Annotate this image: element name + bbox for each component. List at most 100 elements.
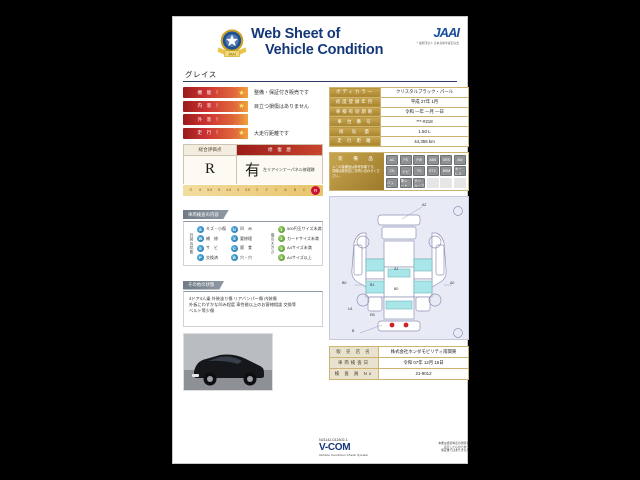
- legend-mark-icon: A: [197, 225, 204, 233]
- legend-item: 4 A4サイズ以上: [278, 254, 322, 261]
- equipment-title: 装 備 品: [338, 155, 376, 161]
- legend-item-label: 500円玉サイズ未満: [287, 226, 322, 231]
- table-row: 車検有効期限 令和 ―年 ―月 ―日: [329, 106, 469, 118]
- legend-mark-icon: W: [197, 235, 204, 242]
- spec-value: 1.50 L: [380, 126, 469, 137]
- equipment-chip-empty: [453, 177, 466, 188]
- evaluation-label: 機 能 ！: [183, 87, 235, 98]
- repair-history-cell: 有 左リアインナーパネル修理跡: [237, 156, 322, 184]
- grade-body: R 有 左リアインナーパネル修理跡: [184, 154, 322, 184]
- evaluation-row: 機 能 ！ ★ 整備・保証付き販売です: [183, 87, 323, 98]
- equipment-chip: Wエアバッグ: [386, 177, 399, 188]
- footer-disclaimer: 本書は検査時点の状態を 表示したものであり 保証書ではありません: [438, 441, 469, 453]
- header-divider: [183, 81, 457, 82]
- damage-size-legend: 傷の大きさ 1 500円玉サイズ未満 2 カードサイズ未満: [270, 225, 322, 261]
- scale-tick: 1: [274, 188, 277, 192]
- overall-grade-cell: R: [184, 155, 237, 184]
- table-row: 検 査 員 No 21-9012: [329, 367, 469, 380]
- right-column: ボディカラー クリスタルブラック・パール 初度登録年月 平成 27年 1月 車検…: [329, 87, 469, 380]
- equipment-chip: キーレス: [453, 166, 466, 177]
- legend-item: 1 500円玉サイズ未満: [278, 225, 322, 233]
- equipment-section: 装 備 品 ＊この装備品は参考情報です。 詳細は販売店にお問い合わせください。 …: [329, 151, 469, 191]
- evaluation-star-icon: ★: [235, 100, 248, 112]
- scale-tick: C: [303, 188, 306, 192]
- legend-item: P 交換済: [197, 254, 226, 261]
- evaluation-rows: 機 能 ！ ★ 整備・保証付き販売です 内 装 ！ ★ 目立つ損傷はありません …: [183, 87, 323, 139]
- other-condition-tab-label: その他の状態: [183, 280, 225, 290]
- diagram-label-a2: A2: [422, 202, 427, 207]
- sheet-code: N21142-012402-1: [319, 438, 348, 442]
- grade-scale-bar: S 6 5.5 5 4.5 4 3.5 3 2 1 A B C R: [183, 184, 323, 196]
- equipment-chip: PW: [413, 154, 426, 165]
- legend-mark-icon: S: [197, 244, 204, 252]
- equipment-chip: CD: [386, 166, 399, 177]
- evaluation-row: 外 装 ！: [183, 114, 323, 125]
- title-line-1: Web Sheet of: [251, 26, 341, 42]
- scale-tick: A: [284, 188, 287, 192]
- legend-mark-icon: 2: [278, 235, 285, 242]
- legend-body: 外装の状態 A キズ・小傷 U 凹 み: [183, 220, 323, 266]
- jaai-wordmark: JAAI: [433, 25, 460, 40]
- legend-item: W 補 修: [197, 235, 226, 242]
- legend-item: C 腐 食: [231, 244, 252, 252]
- equipment-chip: SRS: [440, 154, 453, 165]
- dealer-key: 販 売 店 名: [329, 345, 379, 358]
- equipment-chip: ナビ: [399, 166, 412, 177]
- equipment-chip: TV: [413, 166, 426, 177]
- legend-item: 3 A4サイズ未満: [278, 244, 322, 252]
- page-title: Web Sheet of Vehicle Condition: [251, 26, 391, 58]
- repair-history-value: 有: [245, 161, 261, 179]
- scale-tick: 5.5: [207, 188, 213, 192]
- equipment-chip: BSM: [440, 166, 453, 177]
- legend-item: 2 カードサイズ未満: [278, 235, 322, 242]
- inspection-legend-section: 車両検査の内容 外装の状態 A キズ・小傷: [183, 203, 323, 266]
- grade-header: 総合評価点 修 復 歴: [184, 144, 322, 155]
- spec-value: ***-#218: [380, 116, 469, 128]
- equipment-chip: AW: [453, 154, 466, 165]
- vcom-footer: N21142-012402-1 V-COM Vehicle Condition …: [319, 438, 469, 457]
- jaai-emblem-icon: JAAI: [217, 29, 247, 58]
- scale-tick: 4: [237, 188, 240, 192]
- spec-key: 車検有効期限: [329, 106, 381, 118]
- legend-item-label: 腐 食: [240, 245, 252, 250]
- legend-item: X 要修理: [231, 235, 252, 242]
- legend-tab-label: 車両検査の内容: [183, 210, 229, 219]
- evaluation-label: 内 装 ！: [183, 100, 235, 112]
- legend-mark-icon: 3: [278, 244, 285, 252]
- equipment-chip-empty: [440, 177, 453, 188]
- evaluation-label: 走 行 ！: [183, 127, 235, 139]
- vehicle-name: グレイス: [185, 70, 217, 79]
- dealer-value: 令和 07年 12月 15日: [378, 356, 469, 369]
- equipment-chip-empty: [426, 177, 439, 188]
- scale-highlight-marker: R: [311, 185, 321, 195]
- evaluation-star-icon: ★: [235, 127, 248, 139]
- legend-mark-icon: C: [231, 244, 238, 252]
- diagram-label-b0-left: B0: [342, 280, 347, 285]
- vehicle-damage-diagram: A2 A1 B0 B0 A0 B1 U1 EB B: [329, 195, 469, 340]
- evaluation-text: 大走行距離です: [254, 130, 290, 137]
- equipment-chip: 革シート: [399, 177, 412, 188]
- legend-item-label: 穴・穴: [240, 254, 252, 260]
- vehicle-condition-sheet: JAAI Web Sheet of Vehicle Condition JAAI…: [172, 16, 469, 464]
- legend-mark-icon: 1: [278, 225, 285, 233]
- dealer-value: 21-9012: [378, 367, 469, 380]
- dealer-value: 株式会社ホンダモビリティ南関東: [378, 345, 469, 358]
- exterior-legend-title: 外装の状態: [190, 232, 194, 255]
- other-condition-body: 4ドア4人乗 外装塗り傷 リアバンパー傷 内装傷 外板にわずかな凹み程度 車性能…: [183, 291, 323, 327]
- legend-item-label: A4サイズ以上: [287, 254, 312, 260]
- table-row: 初度登録年月 平成 27年 1月: [329, 96, 469, 108]
- legend-item: A キズ・小傷: [197, 225, 226, 233]
- legend-item-label: 交換済: [206, 254, 218, 260]
- jaai-logo: JAAI 一般財団法人 日本自動車査定協会: [416, 25, 460, 45]
- evaluation-label: 外 装 ！: [183, 114, 235, 125]
- equipment-subtitle: ＊この装備品は参考情報です。 詳細は販売店にお問い合わせください。: [332, 164, 380, 178]
- spec-key: 排 気 量: [329, 126, 381, 137]
- equipment-grid: AC PS PW ABS SRS AW CD ナビ TV ETC BSM キーレ…: [384, 152, 468, 190]
- dealer-key: 検 査 員 No: [329, 367, 379, 380]
- vcom-wordmark: V-COM: [319, 442, 351, 453]
- equipment-chip: サンルーフ: [413, 177, 426, 188]
- table-row: 車両検査日 令和 07年 12月 15日: [329, 356, 469, 369]
- diagram-label-a0-right: A0: [450, 280, 455, 285]
- table-row: ボディカラー クリスタルブラック・パール: [329, 87, 469, 98]
